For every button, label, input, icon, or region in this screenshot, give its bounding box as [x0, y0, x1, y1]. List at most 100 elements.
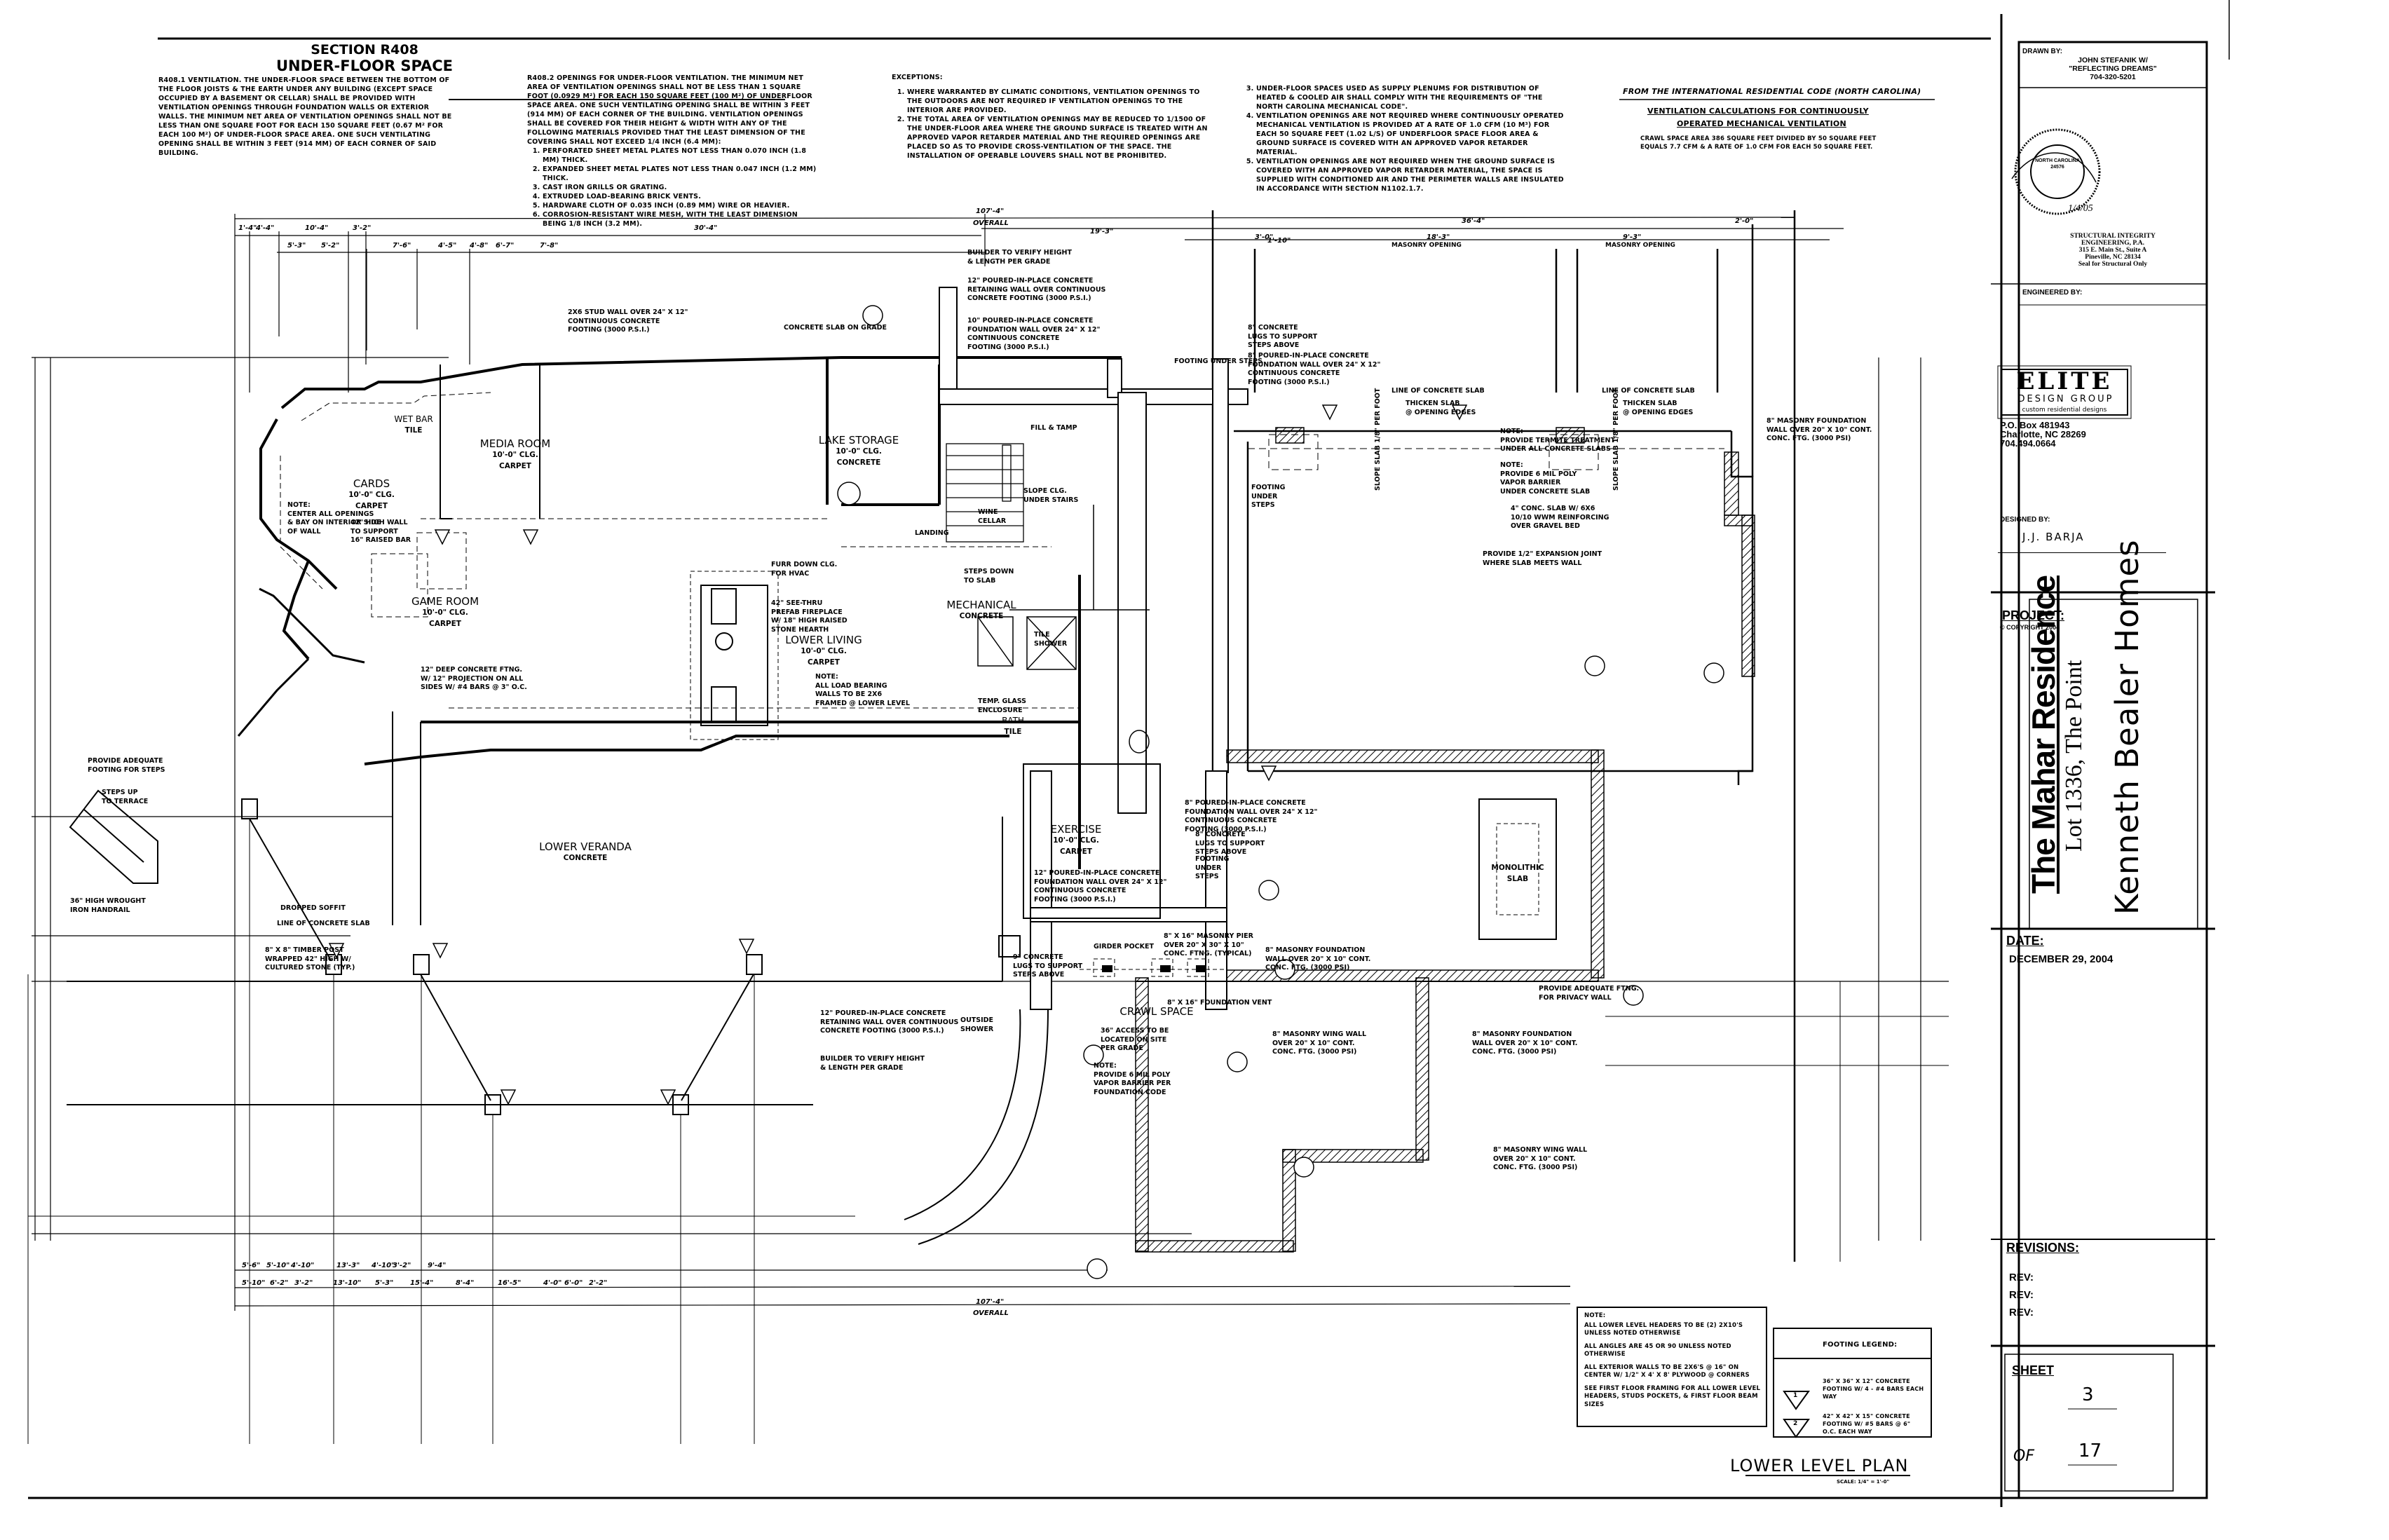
callout-conc-slab: 4" CONC. SLAB W/ 6x6 10/10 WWM REINFORCI…: [1511, 505, 1609, 530]
callout-lugs-8: 8" CONCRETE LUGS TO SUPPORT STEPS ABOVE: [1248, 324, 1318, 349]
room-finish: CARPET: [355, 502, 388, 510]
dim: 5'-6": [242, 1262, 261, 1269]
concrete-walls: [939, 287, 1248, 1010]
r408-2-item: EXTRUDED LOAD-BEARING BRICK VENTS.: [543, 192, 822, 201]
room-finish: CARPET: [499, 462, 531, 470]
exception-item: UNDER-FLOOR SPACES USED AS SUPPLY PLENUM…: [1256, 84, 1567, 111]
room-finish: CARPET: [1060, 847, 1092, 856]
exception-item: THE TOTAL AREA OF VENTILATION OPENINGS M…: [907, 115, 1211, 161]
room-ceiling: 10'-0" CLG.: [422, 608, 468, 617]
fireplace: [690, 571, 779, 740]
callout-dropped-soffit: DROPPED SOFFIT: [280, 904, 346, 912]
callout-masonry-pier: 8" x 16" MASONRY PIER OVER 20" x 30" x 1…: [1164, 932, 1253, 958]
date-label: DATE:: [2006, 934, 2044, 948]
drawn-by-label: DRAWN BY:: [2022, 48, 2063, 55]
dim: 3'-2": [353, 224, 372, 232]
callout-timber-post: 8" X 8" TIMBER POST WRAPPED 42" HIGH W/ …: [265, 946, 355, 972]
exceptions-note-b: UNDER-FLOOR SPACES USED AS SUPPLY PLENUM…: [1241, 84, 1567, 193]
dim: 4'-5": [438, 242, 457, 250]
builder-name: Kenneth Bealer Homes: [2109, 539, 2146, 915]
dim: 9'-4": [428, 1262, 447, 1269]
dim: 36'-4": [1462, 217, 1485, 225]
callout-footing-under-steps: FOOTING UNDER STEPS: [1174, 357, 1262, 365]
callout-privacy-wall: PROVIDE ADEQUATE FTNG. FOR PRIVACY WALL: [1539, 985, 1640, 1002]
room-name: BATH: [1002, 716, 1024, 725]
drawn-by: JOHN STEFANIK W/ "REFLECTING DREAMS" 704…: [2019, 56, 2207, 81]
project-label: PROJECT:: [2002, 608, 2065, 622]
overall-dim-bottom: 107'-4": [976, 1298, 1005, 1306]
dim: 4'-8": [470, 242, 489, 250]
room-name: LOWER VERANDA: [539, 840, 632, 853]
room-name: MECHANICAL: [946, 599, 1016, 611]
callout-retaining-wall-top: 12" POURED-IN-PLACE CONCRETE RETAINING W…: [967, 277, 1106, 302]
dim: 5'-3": [287, 242, 306, 250]
address-line: P.O. Box 481943: [2000, 420, 2070, 430]
revision-row: REV:: [2009, 1289, 2034, 1301]
r408-1-text: R408.1 VENTILATION. THE UNDER-FLOOR SPAC…: [158, 76, 452, 157]
room-name: GAME ROOM: [411, 595, 479, 608]
callout-foundation-wall-8: 8" POURED-IN-PLACE CONCRETE FOUNDATION W…: [1248, 352, 1381, 386]
designed-by-underline: [1998, 552, 2166, 553]
room-monolithic-slab: MONOLITHIC SLAB: [1483, 862, 1553, 885]
callout-slab-on-grade: CONCRETE SLAB ON GRADE: [784, 324, 887, 332]
callout-foundation-wall-8-b: 8" POURED-IN-PLACE CONCRETE FOUNDATION W…: [1185, 799, 1318, 833]
room-ceiling: 10'-0" CLG.: [801, 647, 847, 655]
callout-furr-down: FURR DOWN CLG. FOR HVAC: [771, 561, 838, 578]
general-note-item: ALL ANGLES ARE 45 OR 90 UNLESS NOTED OTH…: [1584, 1342, 1731, 1358]
callout-raised-bar: 42" HIGH WALL TO SUPPORT 16" RAISED BAR: [350, 519, 411, 544]
callout-wrought-iron: 36" HIGH WROUGHT IRON HANDRAIL: [70, 897, 146, 914]
copyright: © COPYRIGHT 2004: [2000, 624, 2060, 631]
masonry-opening-label: MASONRY OPENING: [1391, 242, 1462, 249]
general-note-item: SEE FIRST FLOOR FRAMING FOR ALL LOWER LE…: [1584, 1384, 1761, 1408]
callout-retaining-exercise: 12" POURED-IN-PLACE CONCRETE RETAINING W…: [820, 1009, 959, 1035]
callout-thicken-slab-1: THICKEN SLAB @ OPENING EDGES: [1406, 400, 1476, 416]
logo-main: ELITE: [2016, 367, 2113, 395]
callout-slope-slab-1: SLOPE SLAB 1/8" PER FOOT: [1374, 388, 1382, 491]
callout-masonry-foundation-right: 8" MASONRY FOUNDATION WALL OVER 20" x 10…: [1767, 417, 1872, 442]
engineer-seal: [2011, 128, 2101, 215]
dim: 2'-0": [1735, 217, 1754, 225]
callout-foundation-exercise: 12" POURED-IN-PLACE CONCRETE FOUNDATION …: [1034, 869, 1167, 904]
sheet-number: 3: [2082, 1384, 2094, 1405]
bottom-dimension-lines: [234, 1269, 1571, 1307]
callout-slope-slab-2: SLOPE SLAB 1/8" PER FOOT: [1612, 388, 1620, 491]
sheet-title: LOWER LEVEL PLAN: [1730, 1456, 1909, 1476]
callout-foundation-vent: 8" X 16" FOUNDATION VENT: [1167, 999, 1272, 1007]
seal-number: 24576: [2050, 165, 2064, 170]
dim: 6'-0": [564, 1279, 583, 1287]
exceptions-title: EXCEPTIONS:: [892, 74, 943, 81]
callout-outside-shower: OUTSIDE SHOWER: [960, 1016, 994, 1033]
room-name: CRAWL SPACE: [1119, 1005, 1194, 1018]
room-finish: CONCRETE: [959, 612, 1004, 620]
dim: 16'-5": [498, 1279, 522, 1287]
callout-wing-wall-2: 8" MASONRY WING WALL OVER 20" x 10" CONT…: [1493, 1146, 1588, 1171]
r408-2-item: CAST IRON GRILLS OR GRATING.: [543, 183, 822, 192]
callout-stud-wall: 2x6 STUD WALL OVER 24" X 12" CONTINUOUS …: [568, 308, 688, 334]
irc-heading: FROM THE INTERNATIONAL RESIDENTIAL CODE …: [1623, 87, 1921, 96]
calc-text: CRAWL SPACE AREA 386 SQUARE FEET DIVIDED…: [1640, 135, 1877, 151]
address-line: 704.494.0664: [2000, 438, 2056, 449]
engineer-line: STRUCTURAL INTEGRITY: [2070, 233, 2156, 240]
dim: 18'-3": [1427, 233, 1450, 241]
callout-access: 36" ACCESS TO BE LOCATED ON SITE PER GRA…: [1101, 1027, 1169, 1052]
room-name: CARDS: [353, 477, 390, 490]
callout-crawl-note: NOTE: PROVIDE 6 MIL POLY VAPOR BARRIER P…: [1094, 1062, 1171, 1096]
room-crawl-space: CRAWL SPACE: [1115, 1006, 1199, 1017]
designed-by: J.J. BARJA: [2022, 531, 2085, 543]
footing-legend-item-1: 36" x 36" x 12" CONCRETE FOOTING W/ 4 - …: [1823, 1378, 1924, 1400]
engineer-info: STRUCTURAL INTEGRITY ENGINEERING, P.A. 3…: [2019, 233, 2207, 268]
r408-2-item: HARDWARE CLOTH OF 0.035 INCH (0.89 MM) W…: [543, 201, 822, 210]
room-ceiling: 10'-0" CLG.: [492, 451, 538, 459]
callout-temp-glass: TEMP. GLASS ENCLOSURE: [978, 697, 1027, 714]
dim: 3'-2": [294, 1279, 313, 1287]
general-note-item: ALL LOWER LEVEL HEADERS TO BE (2) 2x10'S…: [1584, 1321, 1743, 1337]
dim: 7'-6": [393, 242, 411, 250]
dim: 15'-4": [410, 1279, 434, 1287]
masonry-opening-label: MASONRY OPENING: [1605, 242, 1675, 249]
drawn-by-line: 704-320-5201: [2090, 73, 2136, 81]
callout-landing: LANDING: [915, 529, 949, 537]
callout-termite-note: NOTE: PROVIDE TERMITE TREATMENT UNDER AL…: [1500, 428, 1615, 453]
room-finish: CARPET: [808, 658, 840, 667]
footing-markers: [328, 404, 1468, 1105]
